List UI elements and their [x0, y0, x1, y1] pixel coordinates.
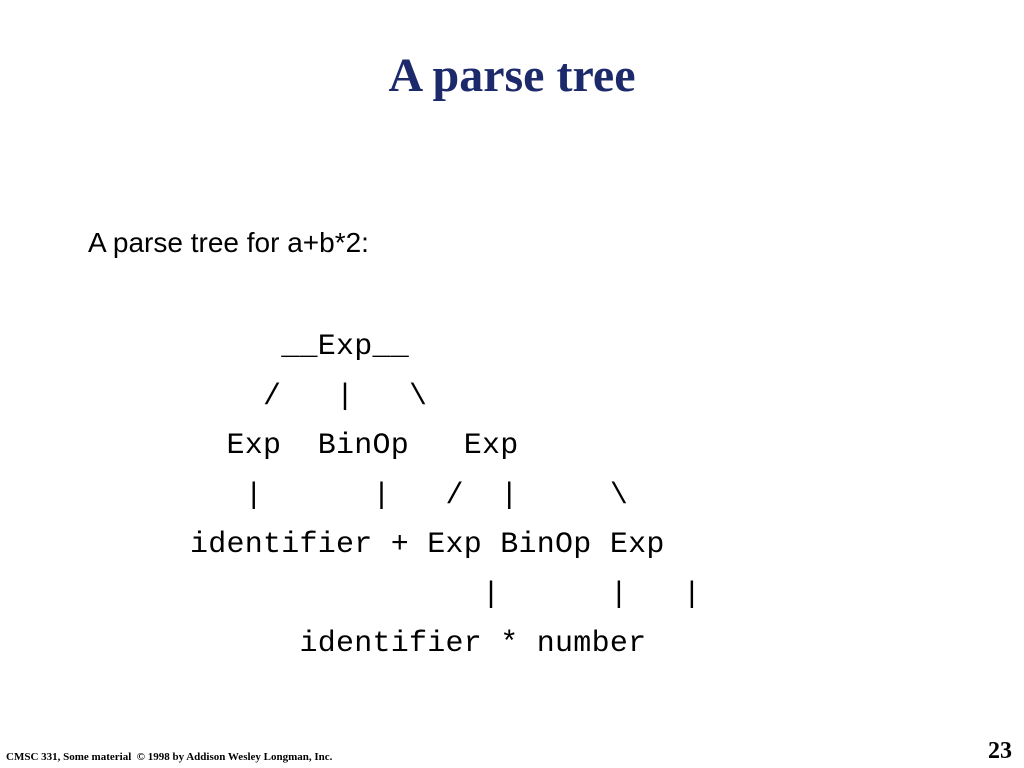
- tree-line: Exp BinOp Exp: [190, 429, 519, 463]
- tree-line: | | / | \: [190, 478, 629, 513]
- slide-title: A parse tree: [388, 49, 636, 102]
- tree-line: __Exp__: [190, 330, 410, 364]
- tree-line: identifier * number: [190, 627, 647, 661]
- intro-text: A parse tree for a+b*2:: [88, 227, 369, 258]
- tree-line: | | |: [190, 577, 702, 612]
- footer-copyright: CMSC 331, Some material © 1998 by Addiso…: [6, 751, 333, 763]
- page-number: 23: [988, 738, 1012, 764]
- parse-tree: __Exp__ / | \ Exp BinOp Exp | | / | \ id…: [190, 323, 701, 670]
- tree-line: identifier + Exp BinOp Exp: [190, 528, 665, 562]
- tree-line: / | \: [190, 379, 428, 414]
